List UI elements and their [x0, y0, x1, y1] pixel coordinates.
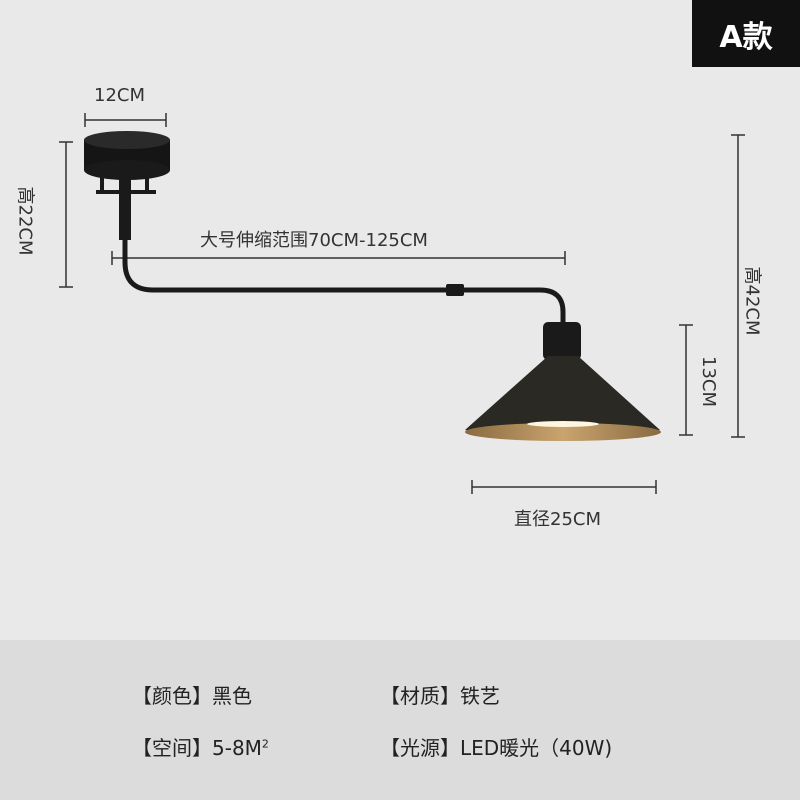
- dimension-lines: [59, 113, 745, 494]
- lamp-diagram: [59, 113, 745, 494]
- spec-space: 【空间】5-8M2: [132, 736, 269, 760]
- canopy-height-label: 高22CM: [14, 186, 36, 256]
- lamp: [84, 131, 661, 441]
- spec-panel: 【颜色】黑色 【材质】铁艺 【空间】5-8M2 【光源】LED暖光（40W): [0, 640, 800, 800]
- shade-height-label: 13CM: [698, 355, 720, 408]
- spec-light-source: 【光源】LED暖光（40W): [380, 736, 613, 760]
- shade-diameter-label: 直径25CM: [514, 509, 602, 530]
- spec-color: 【颜色】黑色: [132, 684, 252, 708]
- canopy-width-label: 12CM: [94, 85, 146, 106]
- total-height-label: 高42CM: [741, 266, 763, 336]
- arm-range-label: 大号伸缩范围70CM-125CM: [200, 230, 428, 251]
- socket: [543, 322, 581, 360]
- shade: [465, 356, 660, 438]
- spec-material: 【材质】铁艺: [380, 684, 500, 708]
- variant-badge: A款: [692, 0, 800, 67]
